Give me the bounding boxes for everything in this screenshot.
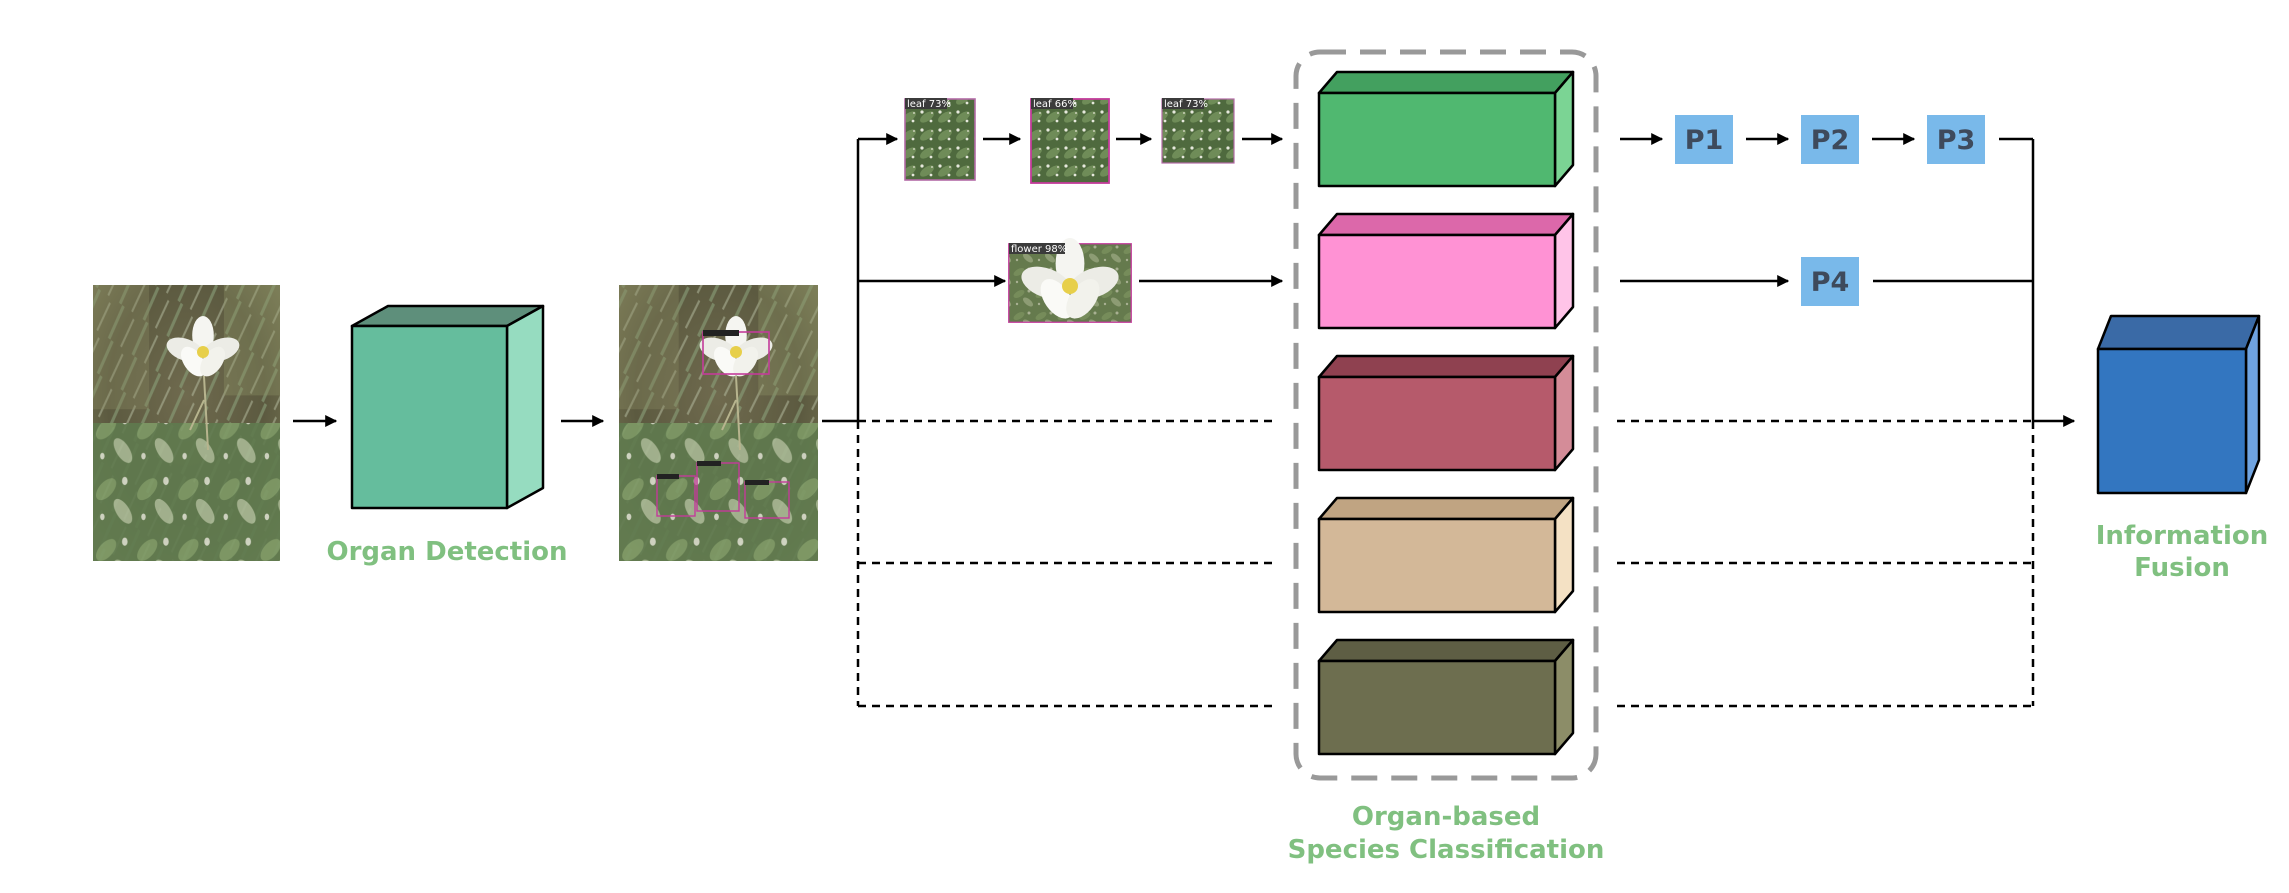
species-classification-label-line2: Species Classification <box>1288 835 1605 865</box>
fusion-routing-lines <box>1617 137 2076 708</box>
leaf-crop-2: leaf 66% <box>1030 98 1110 184</box>
organ-detection-label: Organ Detection <box>326 537 567 567</box>
svg-text:flower 98%: flower 98% <box>1011 244 1067 255</box>
svg-text:leaf 66%: leaf 66% <box>1033 99 1077 110</box>
species-classification-label-line1: Organ-based <box>1352 802 1540 832</box>
leaf-crop-3: leaf 73% <box>1161 98 1235 164</box>
information-fusion-label-line1: Information <box>2096 521 2269 551</box>
classifier-cube-5 <box>1317 638 1575 756</box>
svg-text:leaf 73%: leaf 73% <box>1164 99 1208 110</box>
part-box-p4: P4 <box>1801 257 1859 306</box>
species-classification-group <box>1293 49 1599 781</box>
classifier-cube-4 <box>1317 496 1575 614</box>
detection-output-photo <box>619 285 818 561</box>
routing-lines <box>822 133 1274 708</box>
flower-crop: flower 98% <box>1008 238 1132 325</box>
part-box-p2: P2 <box>1801 115 1859 164</box>
svg-text:P3: P3 <box>1937 125 1976 156</box>
classifier-cube-1 <box>1317 70 1575 188</box>
organ-detector-cube <box>350 304 545 510</box>
part-box-p3: P3 <box>1927 115 1985 164</box>
svg-text:P2: P2 <box>1811 125 1850 156</box>
information-fusion-label-line2: Fusion <box>2134 553 2230 583</box>
classifier-cube-3 <box>1317 354 1575 472</box>
input-plant-photo <box>93 285 280 561</box>
information-fusion-cube <box>2096 314 2261 495</box>
svg-text:leaf 73%: leaf 73% <box>907 99 951 110</box>
svg-text:P4: P4 <box>1811 267 1850 298</box>
svg-text:P1: P1 <box>1685 125 1724 156</box>
leaf-crop-1: leaf 73% <box>904 98 976 181</box>
classifier-cube-2 <box>1317 212 1575 330</box>
part-box-p1: P1 <box>1675 115 1733 164</box>
